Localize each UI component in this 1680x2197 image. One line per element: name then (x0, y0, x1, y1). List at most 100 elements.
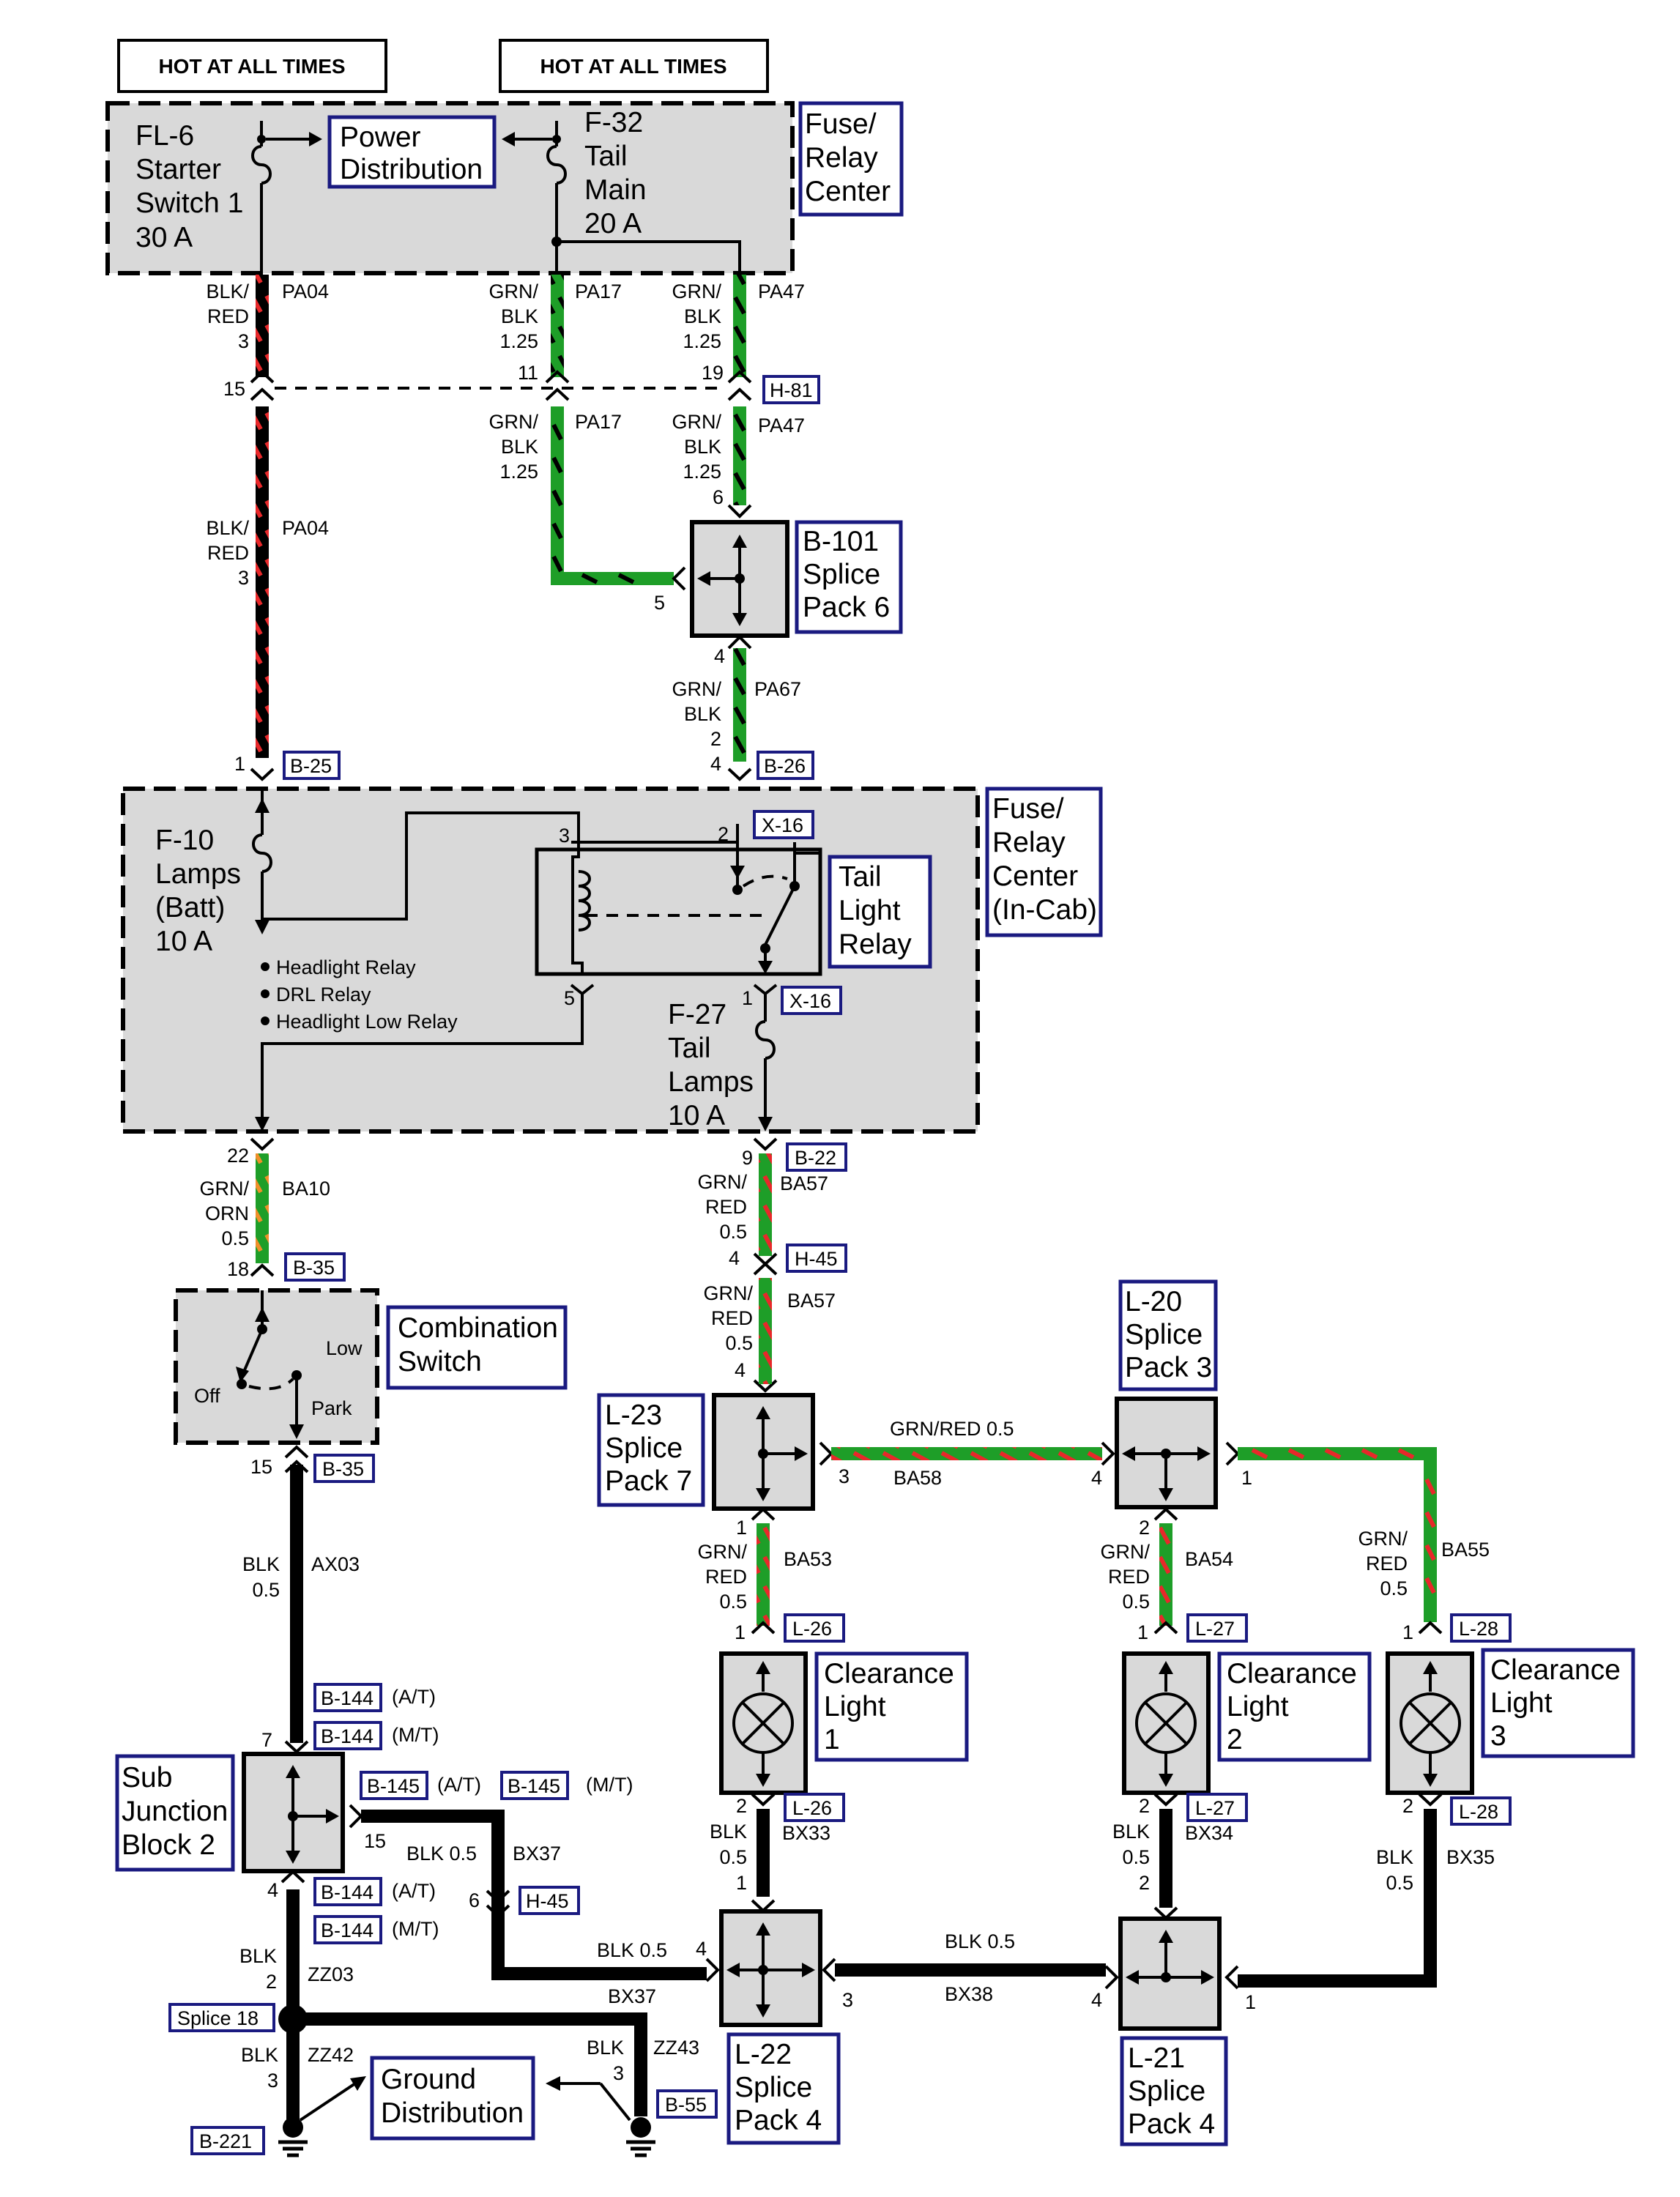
l28-ref-bottom-box[interactable] (1450, 1796, 1512, 1826)
ba57-id-upper: BA57 (780, 1172, 828, 1194)
b35-ref-bottom-box[interactable] (313, 1454, 375, 1483)
b145-ref-at-box[interactable] (360, 1771, 428, 1800)
l26-ref-top-box[interactable] (784, 1613, 845, 1643)
h45-ref-lower-box[interactable] (519, 1886, 580, 1915)
pin-4-b26: 4 (710, 753, 721, 775)
combo-pos-park: Park (311, 1397, 352, 1419)
b144-mt-label: (M/T) (392, 1724, 439, 1746)
l27-ref-bottom-box[interactable] (1186, 1793, 1248, 1822)
bx37-wire-color-upper: BLK 0.5 (406, 1843, 477, 1865)
clearance-light-1-label-box (814, 1651, 969, 1762)
b144-ref-at-box[interactable] (313, 1683, 382, 1712)
sub-junction-label-box (115, 1754, 235, 1872)
wire-ba55 (1238, 1447, 1437, 1622)
h45-ref-lower: H-45 (526, 1890, 569, 1912)
l26-ref-top: L-26 (792, 1618, 832, 1640)
b144-ref-mt-bottom: B-144 (321, 1919, 373, 1941)
b35-ref-top-box[interactable] (284, 1252, 346, 1282)
combination-switch[interactable] (174, 1288, 379, 1445)
h81-ref-box[interactable] (762, 375, 820, 404)
pin-4-h45-top: 4 (729, 1247, 740, 1269)
pin-11-h81: 11 (518, 362, 538, 384)
pin-1-l21: 1 (1245, 1991, 1256, 2013)
x16-ref-bottom-box[interactable] (781, 986, 842, 1015)
b101-label-box (795, 520, 903, 634)
h45-ref-top-box[interactable] (786, 1244, 847, 1273)
pin-1-l27: 1 (1137, 1621, 1148, 1643)
bx34-id: BX34 (1185, 1822, 1233, 1844)
l28-ref-top-box[interactable] (1450, 1613, 1512, 1643)
h45-ref-top: H-45 (795, 1248, 838, 1270)
ba55-id: BA55 (1441, 1539, 1490, 1561)
headlight-relay-label: Headlight Relay (276, 956, 416, 978)
zz42-id: ZZ42 (308, 2044, 354, 2066)
l21-splice-icon (1104, 1906, 1239, 1990)
b144-at-label: (A/T) (392, 1686, 436, 1708)
fuse-relay-center-title-box (798, 101, 904, 217)
ground-distribution-box[interactable] (370, 2056, 535, 2141)
b221-ref-box[interactable] (190, 2126, 265, 2155)
ba10-connectors (250, 1137, 275, 1277)
b22-ref: B-22 (795, 1147, 836, 1169)
l27-ref-bottom: L-27 (1195, 1797, 1235, 1819)
wire-ba58 (831, 1447, 1102, 1460)
l26-ref-bottom-box[interactable] (784, 1793, 845, 1822)
ground-icon-right (626, 2117, 655, 2157)
power-distribution-box[interactable] (327, 115, 497, 189)
pa67-id: PA67 (754, 678, 801, 700)
b144-ref-at-bottom-box[interactable] (313, 1877, 382, 1906)
l22-label-box (726, 2032, 841, 2145)
headlight-low-relay-label: Headlight Low Relay (276, 1011, 458, 1033)
pin-3-x16: 3 (559, 825, 570, 847)
b55-ref-box[interactable] (656, 2089, 718, 2119)
pin-4-l21: 4 (1091, 1989, 1102, 2011)
b35-bottom-connector (284, 1445, 309, 1473)
pin-19-h81: 19 (702, 362, 724, 384)
wire-pa17-upper (551, 275, 564, 377)
b22-ref-box[interactable] (786, 1142, 847, 1172)
pin-2-x16: 2 (718, 823, 729, 845)
b145-ref-at: B-145 (367, 1775, 420, 1797)
l27-ref-top-box[interactable] (1186, 1613, 1248, 1643)
x16-ref-top-box[interactable] (753, 810, 814, 839)
b25-ref-box[interactable] (283, 751, 341, 780)
bx35-id: BX35 (1446, 1846, 1495, 1868)
wire-zz43 (293, 2012, 647, 2116)
b26-ref: B-26 (764, 755, 806, 777)
x16-lower-connector (255, 984, 778, 1131)
clearance-light-connectors-top (751, 1621, 1443, 1635)
pin-4-l22: 4 (696, 1938, 707, 1960)
b145-ref-mt-box[interactable] (500, 1771, 569, 1800)
zz03-id: ZZ03 (308, 1963, 354, 1985)
splice-18-ref-box[interactable] (168, 2003, 275, 2032)
pa04-id-upper: PA04 (282, 280, 329, 302)
pin-1-l23-bottom: 1 (736, 1517, 747, 1539)
pin-1-x16: 1 (742, 987, 753, 1009)
b25-b26-connectors (250, 767, 752, 781)
b144-ref-mt-bottom-box[interactable] (313, 1915, 382, 1944)
wire-ax03 (290, 1465, 303, 1743)
b26-ref-box[interactable] (757, 751, 814, 780)
wire-bx38 (835, 1963, 1106, 1977)
wire-bx37 (361, 1810, 707, 1980)
wire-ba57-lower (759, 1278, 772, 1384)
b35-ref-bottom: B-35 (322, 1458, 364, 1480)
b145-mt-label: (M/T) (586, 1774, 633, 1796)
b144-ref-mt-box[interactable] (313, 1721, 382, 1750)
pin-18-b35: 18 (227, 1258, 249, 1280)
pin-5-b101: 5 (654, 592, 665, 614)
h81-ref: H-81 (770, 379, 813, 401)
pin-7-sub-junction: 7 (261, 1729, 272, 1751)
hot-header-1-box (117, 39, 387, 93)
x16-ref-bottom: X-16 (789, 990, 831, 1012)
